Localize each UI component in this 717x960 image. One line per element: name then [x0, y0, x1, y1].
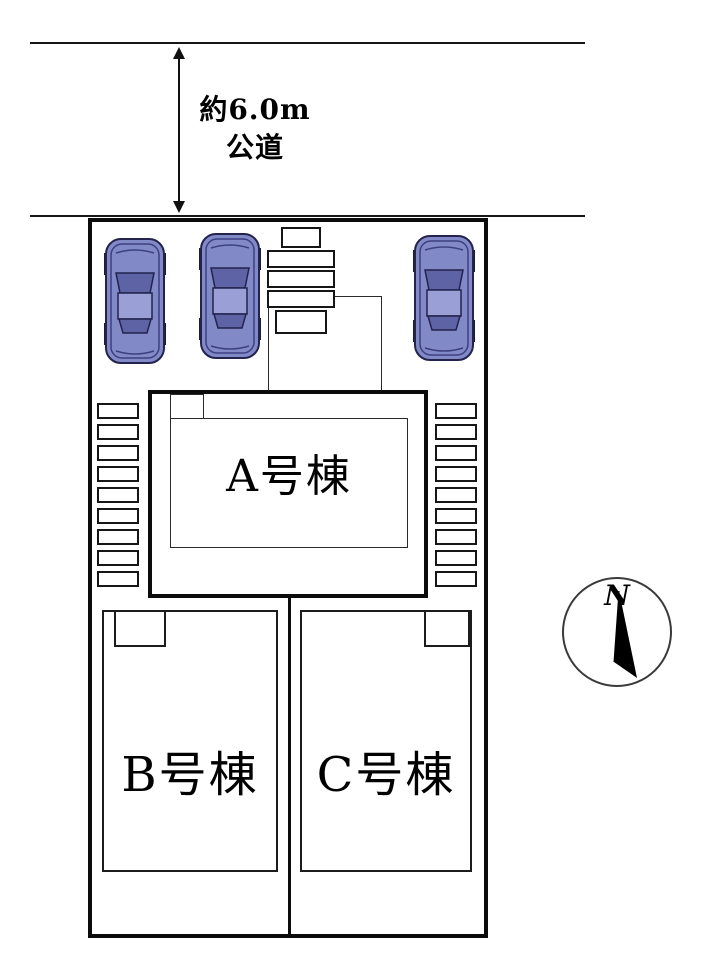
entrance-steps [267, 227, 339, 335]
building-b-footprint [102, 610, 278, 872]
compass-north-label: N [604, 579, 630, 612]
building-c-label: C号棟 [316, 747, 456, 803]
building-b-label: B号棟 [121, 747, 259, 803]
plot-outline [88, 218, 488, 938]
compass-needle-icon [562, 577, 672, 687]
building-c-footprint [300, 610, 472, 872]
building-a-footprint [170, 418, 408, 548]
road-type-label: 公道 [225, 131, 284, 164]
hatch-strip-left [97, 403, 139, 592]
building-a-section [148, 390, 428, 598]
car-top-view-icon [412, 234, 476, 366]
car-top-view-icon [103, 237, 167, 369]
building-b-porch [114, 610, 166, 647]
road-lower-line [30, 215, 585, 217]
car-top-view-icon [198, 231, 262, 365]
building-c-porch [424, 610, 470, 647]
road-upper-line [30, 42, 585, 44]
road-width-label: 約6.0m [199, 93, 311, 126]
building-a-entry-step [170, 394, 204, 420]
hatch-strip-right [435, 403, 477, 592]
building-a-label: A号棟 [226, 451, 352, 502]
divider-b-c [288, 598, 291, 936]
road-width-arrow [167, 46, 191, 214]
